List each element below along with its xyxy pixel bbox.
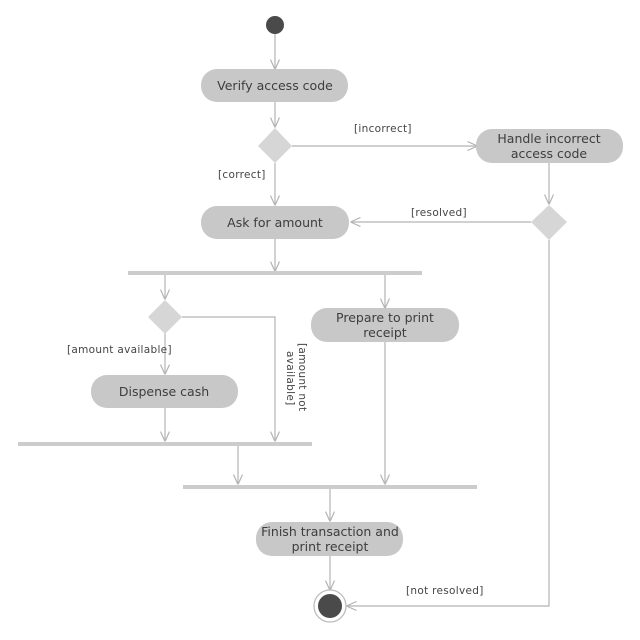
guard-amount-not-available: [amount not available] xyxy=(284,343,308,411)
join-bar xyxy=(18,442,312,446)
action-handle-incorrect-access-code: Handle incorrect access code xyxy=(476,129,623,163)
action-dispense-cash: Dispense cash xyxy=(91,375,238,408)
action-prepare-label-line1: Prepare to print xyxy=(336,310,434,325)
action-handle-label-line2: access code xyxy=(511,146,588,161)
guard-amount-available: [amount available] xyxy=(67,344,172,356)
decision-access-code xyxy=(258,128,292,163)
final-node xyxy=(313,589,347,623)
action-finish-transaction: Finish transaction and print receipt xyxy=(256,522,403,556)
action-verify-access-code: Verify access code xyxy=(201,69,348,102)
action-ask-for-amount: Ask for amount xyxy=(201,206,349,239)
action-finish-label-line1: Finish transaction and xyxy=(261,524,399,539)
guard-amount-not-available-line1: [amount not xyxy=(296,343,308,411)
action-prepare-label-line2: receipt xyxy=(363,325,407,340)
initial-node xyxy=(266,16,284,34)
action-handle-label-line1: Handle incorrect xyxy=(497,131,600,146)
merge-resolution xyxy=(531,205,567,240)
action-finish-label-line2: print receipt xyxy=(292,539,369,554)
guard-not-resolved: [not resolved] xyxy=(406,585,484,597)
action-prepare-to-print-receipt: Prepare to print receipt xyxy=(311,308,459,342)
decision-amount xyxy=(148,300,182,334)
guard-amount-not-available-line2: available] xyxy=(284,351,296,406)
guard-resolved: [resolved] xyxy=(411,207,467,219)
action-ask-label: Ask for amount xyxy=(227,215,323,230)
action-verify-label: Verify access code xyxy=(217,78,333,93)
fork-bar xyxy=(128,271,422,275)
join-bar-final xyxy=(183,485,477,489)
edge-merge-not-resolved-to-end xyxy=(347,240,550,606)
guard-correct: [correct] xyxy=(218,169,266,181)
action-dispense-label: Dispense cash xyxy=(119,384,209,399)
guard-incorrect: [incorrect] xyxy=(354,123,412,135)
edge-decision-amount-not-available xyxy=(182,316,275,441)
